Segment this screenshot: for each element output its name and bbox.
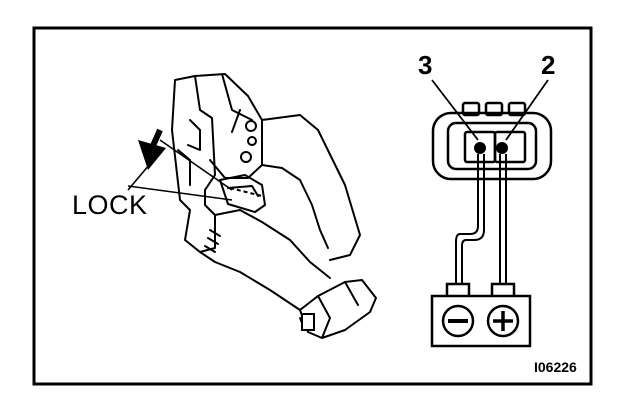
lock-tab-dashed	[229, 187, 263, 197]
lock-leader-lines	[127, 139, 233, 201]
figure-code: I06226	[534, 359, 577, 375]
terminal-2-dot	[496, 142, 508, 154]
lock-label: LOCK	[72, 190, 148, 220]
pin-3-label: 3	[418, 50, 433, 80]
connector-face	[431, 101, 553, 181]
terminal-3-dot	[474, 142, 486, 154]
minus-icon	[441, 304, 475, 338]
lock-arrow	[138, 128, 166, 170]
plus-icon	[486, 304, 520, 338]
plug-tab	[301, 313, 315, 331]
pin-leader-lines	[431, 79, 549, 141]
test-leads	[455, 154, 507, 286]
pin-2-label: 2	[541, 50, 556, 80]
